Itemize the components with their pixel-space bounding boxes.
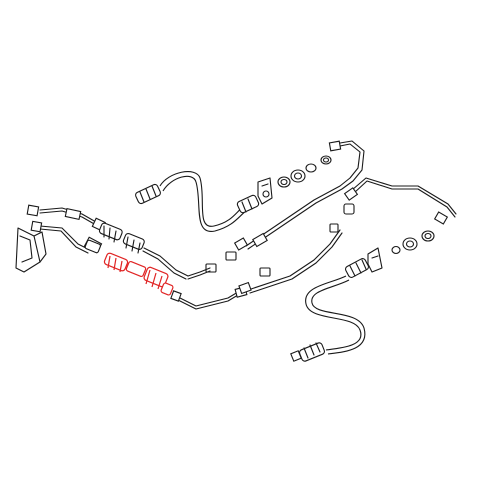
mid-fittings (205, 203, 355, 277)
washers-upper (277, 155, 332, 188)
lower-rigid-brake-pipe (170, 229, 343, 310)
mounting-bracket-right (367, 247, 383, 273)
long-flex-hose-upper (135, 171, 260, 232)
washers-right (391, 230, 435, 255)
long-flex-hose-lower (290, 258, 370, 362)
flex-hose-upper (98, 222, 189, 280)
union-fitting (84, 239, 101, 254)
left-bracket-component (15, 227, 47, 273)
mounting-bracket-upper (257, 177, 273, 205)
highlighted-brake-hose-part (103, 252, 174, 296)
right-rigid-brake-pipe (343, 177, 457, 225)
upper-rigid-brake-pipe (233, 140, 365, 251)
middle-brake-pipe (187, 267, 211, 280)
